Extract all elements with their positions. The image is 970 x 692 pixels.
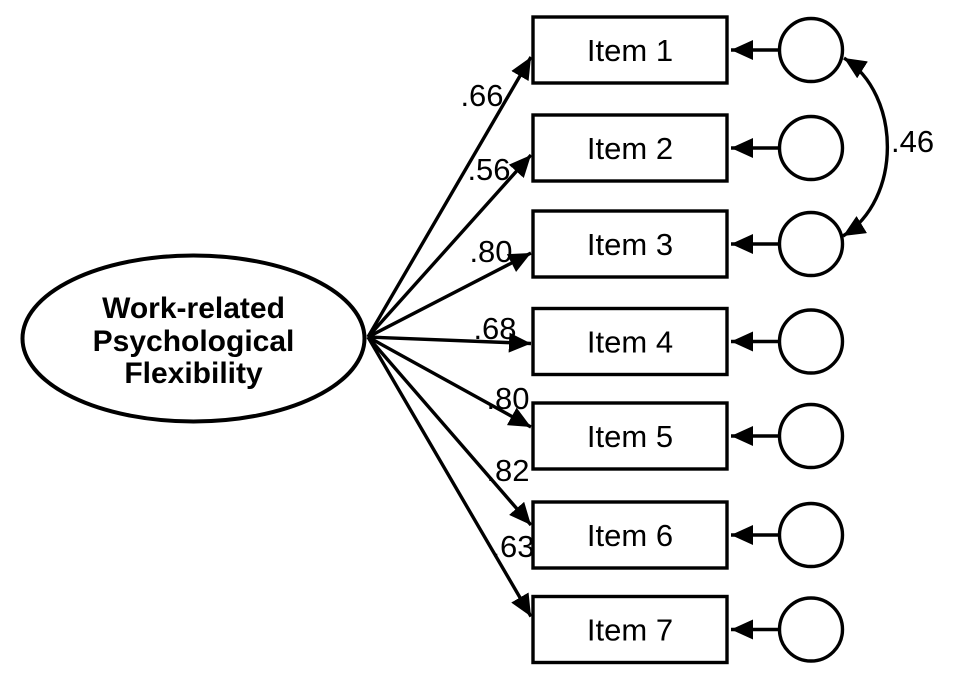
factor-loading-arrow bbox=[367, 332, 532, 353]
error-term-circle bbox=[777, 114, 845, 182]
indicator-box bbox=[531, 15, 729, 85]
indicator-label: Item 6 bbox=[587, 518, 673, 553]
factor-loading-value: .80 bbox=[486, 381, 529, 416]
indicator-label: Item 1 bbox=[587, 33, 673, 68]
indicator-box bbox=[531, 401, 729, 471]
factor-loading-value: .63 bbox=[491, 529, 534, 564]
latent-variable-label-line: Psychological bbox=[93, 325, 295, 358]
factor-loading-value: .80 bbox=[469, 234, 512, 269]
factor-loading-value: .66 bbox=[460, 78, 503, 113]
factor-loading-arrow bbox=[366, 56, 533, 338]
error-term-circle bbox=[777, 16, 845, 84]
error-term-circle bbox=[777, 210, 845, 278]
indicator-box bbox=[531, 306, 729, 377]
indicator-box bbox=[531, 209, 729, 279]
latent-variable-label-line: Flexibility bbox=[124, 357, 263, 390]
factor-loading-arrow bbox=[366, 335, 533, 527]
error-term-circle bbox=[777, 402, 845, 470]
factor-loading-value: .56 bbox=[467, 152, 510, 187]
error-term-circle bbox=[777, 596, 845, 663]
factor-loading-arrow bbox=[367, 335, 532, 429]
factor-loading-arrow bbox=[367, 251, 532, 339]
factor-loading-value: .68 bbox=[473, 311, 516, 346]
indicator-box bbox=[531, 113, 729, 183]
error-covariance-arc bbox=[842, 56, 890, 238]
indicator-label: Item 2 bbox=[587, 131, 673, 166]
latent-variable-label-line: Work-related bbox=[102, 292, 285, 325]
error-covariance-value: .46 bbox=[891, 124, 934, 159]
factor-loading-value: .82 bbox=[486, 453, 529, 488]
error-term-circle bbox=[777, 308, 845, 375]
factor-loading-arrow bbox=[366, 336, 533, 618]
latent-variable-ellipse bbox=[20, 253, 367, 424]
indicator-label: Item 4 bbox=[587, 325, 673, 360]
indicator-box bbox=[531, 594, 729, 665]
indicator-label: Item 7 bbox=[587, 613, 673, 648]
indicator-label: Item 3 bbox=[587, 227, 673, 262]
factor-loading-arrow bbox=[366, 153, 533, 339]
error-term-circle bbox=[777, 501, 845, 569]
indicator-box bbox=[531, 500, 729, 570]
indicator-label: Item 5 bbox=[587, 419, 673, 454]
